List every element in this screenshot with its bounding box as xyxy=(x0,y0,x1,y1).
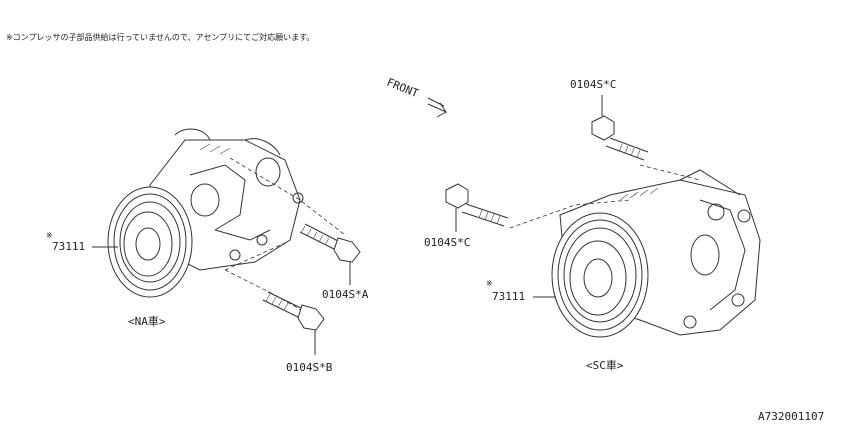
bolt-0104s-c-top[interactable] xyxy=(591,95,649,161)
na-caption: <NA車> xyxy=(128,314,166,328)
front-indicator: FRONT xyxy=(385,76,448,118)
na-part-mark: ※ xyxy=(46,231,53,240)
label-0104s-c-left: 0104S*C xyxy=(424,236,470,249)
na-part-number: 73111 xyxy=(52,240,85,253)
supply-notice: ※コンプレッサの子部品供給は行っていませんので、アセンブリにてご対応願います。 xyxy=(6,32,314,42)
na-compressor[interactable] xyxy=(107,128,304,298)
sc-compressor[interactable] xyxy=(551,169,761,338)
bolt-0104s-c-left[interactable] xyxy=(445,183,509,232)
diagram-id: A732001107 xyxy=(758,410,824,423)
label-0104s-b: 0104S*B xyxy=(286,361,333,374)
bolt-0104s-a[interactable] xyxy=(299,223,361,285)
label-0104s-a: 0104S*A xyxy=(322,288,369,301)
sc-part-mark: ※ xyxy=(486,279,493,288)
label-0104s-c-top: 0104S*C xyxy=(570,78,616,91)
front-label: FRONT xyxy=(385,76,421,101)
sc-caption: <SC車> xyxy=(586,358,624,372)
sc-part-number: 73111 xyxy=(492,290,525,303)
bolt-0104s-b[interactable] xyxy=(262,291,325,355)
